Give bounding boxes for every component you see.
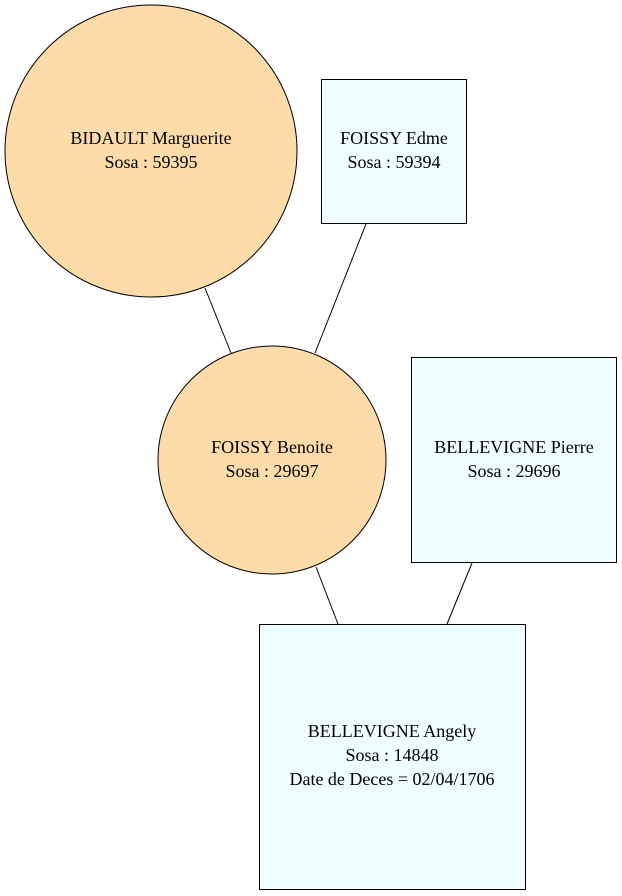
person-death-date: Date de Deces = 02/04/1706	[289, 769, 494, 789]
person-sosa: Sosa : 29697	[225, 461, 318, 481]
female-circle-shape	[4, 4, 298, 298]
female-circle-shape	[157, 345, 387, 575]
person-node-bellevigne-angely[interactable]: BELLEVIGNE Angely Sosa : 14848 Date de D…	[259, 624, 526, 890]
person-node-foissy-edme[interactable]: FOISSY Edme Sosa : 59394	[321, 79, 467, 224]
person-sosa: Sosa : 14848	[345, 745, 438, 765]
person-node-bellevigne-pierre[interactable]: BELLEVIGNE Pierre Sosa : 29696	[411, 357, 617, 563]
person-name: FOISSY Benoite	[211, 437, 333, 457]
person-name: FOISSY Edme	[340, 128, 448, 148]
person-name: BELLEVIGNE Angely	[308, 721, 476, 741]
edge-foissy-benoite-to-bellevigne-angely	[315, 566, 339, 625]
male-box-shape	[321, 79, 467, 224]
person-node-foissy-benoite[interactable]: FOISSY Benoite Sosa : 29697	[157, 345, 387, 575]
person-node-bidault-marguerite[interactable]: BIDAULT Marguerite Sosa : 59395	[4, 4, 298, 298]
male-box-shape	[411, 357, 617, 563]
edge-foissy-edme-to-foissy-benoite	[314, 223, 367, 354]
person-sosa: Sosa : 59394	[347, 152, 440, 172]
person-name: BELLEVIGNE Pierre	[434, 437, 593, 457]
male-box-shape	[259, 624, 526, 890]
edge-bellevigne-pierre-to-bellevigne-angely	[446, 562, 473, 625]
person-sosa: Sosa : 59395	[104, 152, 197, 172]
person-sosa: Sosa : 29696	[467, 461, 560, 481]
edge-bidault-marguerite-to-foissy-benoite	[204, 287, 232, 354]
person-name: BIDAULT Marguerite	[70, 128, 231, 148]
